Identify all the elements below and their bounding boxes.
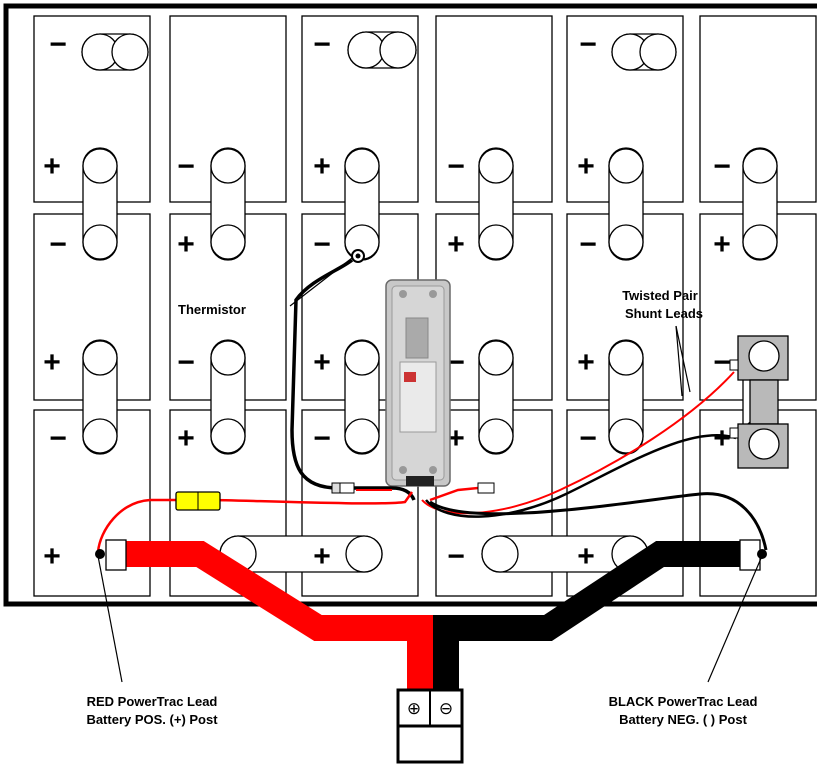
terminal-block: ⊕ ⊖: [396, 688, 464, 764]
minus-sign: −: [579, 28, 597, 61]
minus-sign: −: [713, 346, 731, 379]
black-lead-label-line2: Battery NEG. ( ) Post: [619, 712, 748, 727]
vertical-strap: [82, 339, 118, 455]
positive-main-cable: [126, 541, 433, 690]
thermistor-wire: [290, 249, 416, 501]
minus-sign: −: [49, 228, 67, 261]
minus-sign: −: [447, 346, 465, 379]
shunt-leads: [421, 371, 768, 551]
vertical-strap: [478, 339, 514, 455]
vertical-strap: [210, 147, 246, 261]
horizontal-strap: [81, 33, 149, 71]
vertical-strap: [344, 339, 380, 455]
vertical-strap: [210, 339, 246, 455]
vertical-strap: [344, 147, 380, 261]
powertrac-monitor: [385, 279, 451, 487]
plus-sign: +: [43, 346, 61, 379]
minus-sign: −: [447, 150, 465, 183]
minus-sign: −: [713, 150, 731, 183]
minus-sign: −: [313, 28, 331, 61]
minus-sign: −: [177, 150, 195, 183]
plus-sign: +: [713, 422, 731, 455]
vertical-strap: [82, 147, 118, 261]
current-shunt: [729, 335, 789, 469]
minus-sign: −: [177, 346, 195, 379]
leader-lines: [97, 257, 763, 683]
battery-straps: [81, 31, 778, 573]
plus-sign: +: [43, 540, 61, 573]
plus-sign: +: [177, 422, 195, 455]
minus-sign: −: [579, 422, 597, 455]
shunt-leads-label-line1: Twisted Pair: [622, 288, 698, 303]
plus-sign: +: [447, 422, 465, 455]
plus-sign: +: [577, 150, 595, 183]
plus-sign: +: [313, 540, 331, 573]
minus-sign: −: [313, 422, 331, 455]
red-sense-lead: [96, 491, 414, 553]
shunt-leads-label-line2: Shunt Leads: [625, 306, 703, 321]
vertical-strap: [608, 339, 644, 455]
plus-sign: +: [713, 228, 731, 261]
thermistor-label: Thermistor: [178, 302, 246, 317]
main-cables: [126, 541, 742, 690]
horizontal-strap: [347, 31, 417, 69]
plus-sign: +: [313, 346, 331, 379]
monitor-spare-lead: [429, 482, 495, 502]
polarity-signs: − − − + − + − + − − + − + − + + − + − + − − + − + − + + + − +: [43, 28, 731, 573]
horizontal-strap: [611, 33, 677, 71]
minus-sign: −: [579, 228, 597, 261]
negative-main-cable: [433, 541, 742, 690]
plus-sign: +: [577, 346, 595, 379]
plus-sign: +: [447, 228, 465, 261]
cable-lugs: [95, 539, 767, 571]
plus-sign: +: [43, 150, 61, 183]
vertical-strap: [608, 147, 644, 261]
red-lead-label-line1: RED PowerTrac Lead: [87, 694, 218, 709]
minus-sign: −: [49, 28, 67, 61]
vertical-strap: [742, 147, 778, 261]
plus-sign: +: [577, 540, 595, 573]
positive-terminal-symbol: ⊕: [407, 699, 421, 719]
minus-sign: −: [447, 540, 465, 573]
horizontal-strap: [481, 535, 649, 573]
horizontal-strap: [219, 535, 383, 573]
black-lead-label-line1: BLACK PowerTrac Lead: [609, 694, 758, 709]
negative-terminal-symbol: ⊖: [439, 699, 453, 719]
red-lead-label-line2: Battery POS. (+) Post: [86, 712, 218, 727]
vertical-strap: [478, 147, 514, 261]
minus-sign: −: [313, 228, 331, 261]
plus-sign: +: [313, 150, 331, 183]
minus-sign: −: [49, 422, 67, 455]
plus-sign: +: [177, 228, 195, 261]
